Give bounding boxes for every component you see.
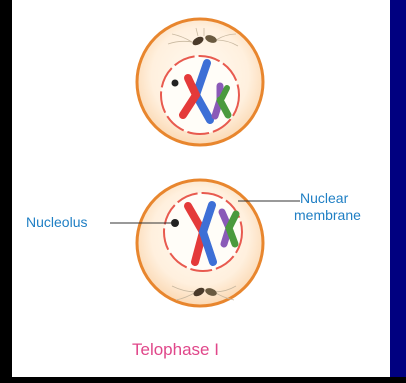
diagram-caption: Telophase I [132,340,219,360]
top-daughter-cell [137,19,263,145]
nuclear-membrane-label-line2: membrane [294,207,361,223]
nucleolus-dot-icon [172,80,179,87]
bottom-daughter-cell [137,180,263,306]
nuclear-membrane-label-line1: Nuclear [300,190,348,206]
nucleolus-label: Nucleolus [26,214,87,230]
bottom-nucleolus-dot-icon [171,219,179,227]
